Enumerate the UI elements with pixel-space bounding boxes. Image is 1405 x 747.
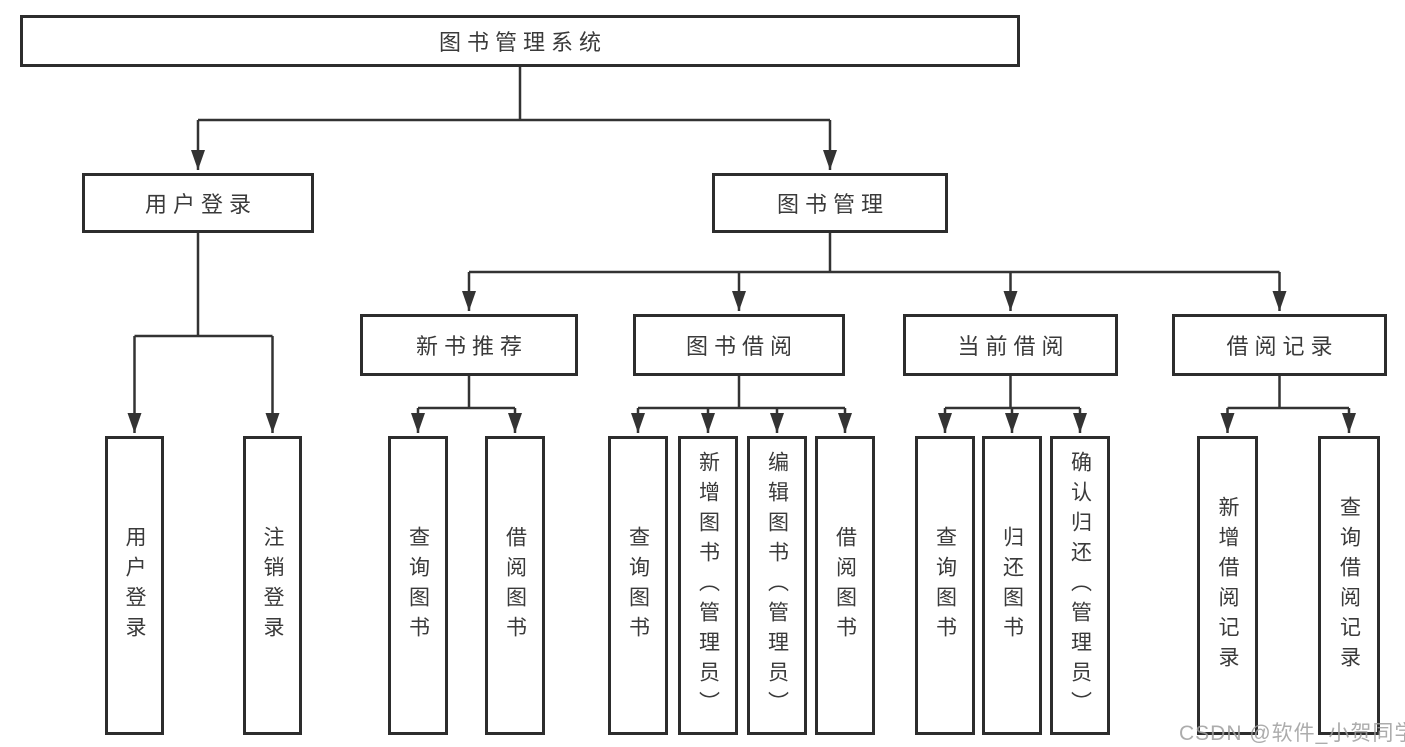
node-label: 归还图书 bbox=[1000, 525, 1024, 646]
node-label: 借阅记录 bbox=[1226, 334, 1339, 359]
node-new-book-recommend: 新书推荐 bbox=[360, 314, 578, 376]
leaf-user-login: 用户登录 bbox=[105, 436, 164, 735]
leaf-return-books: 归还图书 bbox=[982, 436, 1042, 735]
node-label: 编辑图书（管理员） bbox=[765, 450, 789, 721]
leaf-borrow-books-1: 借阅图书 bbox=[485, 436, 545, 735]
node-label: 图书管理 bbox=[776, 192, 889, 217]
leaf-logout: 注销登录 bbox=[243, 436, 302, 735]
leaf-query-books-1: 查询图书 bbox=[388, 436, 448, 735]
node-label: 借阅图书 bbox=[833, 525, 857, 646]
node-label: 当前借阅 bbox=[957, 334, 1070, 359]
leaf-query-books-2: 查询图书 bbox=[608, 436, 668, 735]
leaf-edit-books-admin: 编辑图书（管理员） bbox=[747, 436, 807, 735]
node-current-borrowing: 当前借阅 bbox=[903, 314, 1118, 376]
node-label: 新增借阅记录 bbox=[1216, 495, 1239, 676]
node-book-borrowing: 图书借阅 bbox=[633, 314, 845, 376]
node-borrow-records: 借阅记录 bbox=[1172, 314, 1387, 376]
watermark: CSDN @软件_小贺同学 bbox=[1179, 722, 1405, 745]
node-label: 确认归还（管理员） bbox=[1068, 450, 1092, 721]
node-label: 借阅图书 bbox=[503, 525, 527, 646]
node-label: 注销登录 bbox=[261, 525, 284, 646]
leaf-add-books-admin: 新增图书（管理员） bbox=[678, 436, 738, 735]
node-system-root: 图书管理系统 bbox=[20, 15, 1020, 67]
node-label: 查询借阅记录 bbox=[1337, 495, 1361, 676]
node-label: 查询图书 bbox=[933, 525, 957, 646]
node-label: 图书管理系统 bbox=[438, 30, 607, 55]
leaf-borrow-books-2: 借阅图书 bbox=[815, 436, 875, 735]
leaf-query-borrow-record: 查询借阅记录 bbox=[1318, 436, 1380, 735]
node-label: 查询图书 bbox=[626, 525, 650, 646]
node-label: 新书推荐 bbox=[415, 334, 528, 359]
node-label: 用户登录 bbox=[144, 192, 257, 217]
node-label: 查询图书 bbox=[406, 525, 430, 646]
node-label: 用户登录 bbox=[123, 525, 146, 646]
node-label: 图书借阅 bbox=[685, 334, 798, 359]
node-label: 新增图书（管理员） bbox=[696, 450, 720, 721]
leaf-confirm-return-admin: 确认归还（管理员） bbox=[1050, 436, 1110, 735]
node-book-management-branch: 图书管理 bbox=[712, 173, 948, 233]
node-user-login-branch: 用户登录 bbox=[82, 173, 314, 233]
leaf-query-books-3: 查询图书 bbox=[915, 436, 975, 735]
leaf-add-borrow-record: 新增借阅记录 bbox=[1197, 436, 1258, 735]
